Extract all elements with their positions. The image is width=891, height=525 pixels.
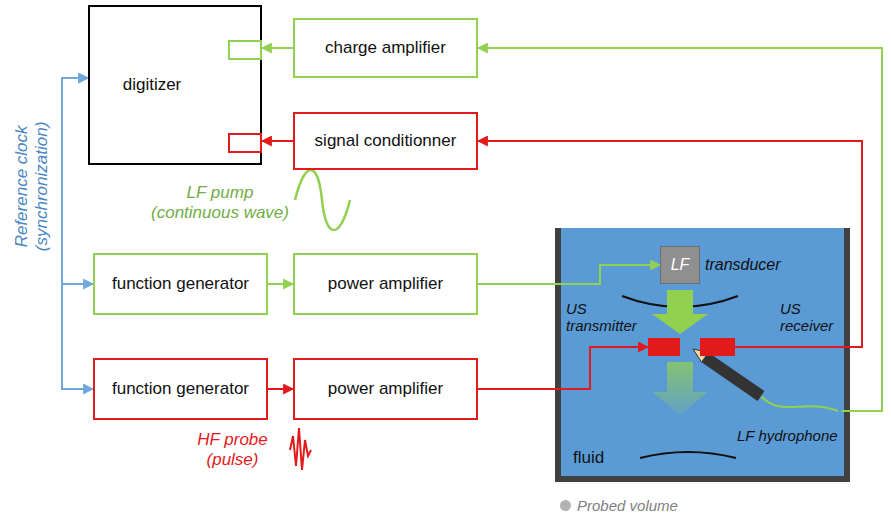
input-port [228, 133, 262, 153]
node-text: US receiver [780, 300, 833, 335]
node-text: LF [671, 256, 690, 274]
node-text: fluid [573, 448, 604, 468]
node-text: function generator [112, 274, 249, 294]
pump-beam-arrow [652, 290, 708, 334]
signal-wire [268, 283, 293, 285]
signal-wire [478, 265, 660, 284]
hydrophone-arc [640, 452, 736, 458]
receiver-block: US receiver [700, 338, 735, 356]
signal-wire [478, 347, 648, 389]
pump-label: LF pump (continuous wave) [150, 183, 290, 224]
legend-swatch [560, 500, 571, 511]
amplifier-box: power amplifier [293, 253, 478, 315]
node-text: transducer [705, 256, 781, 274]
generator-box: function generator [93, 253, 268, 315]
pulse-symbol [290, 428, 311, 470]
input-port [228, 40, 262, 60]
transmitted-beam-arrow [652, 362, 708, 415]
digitizer-box: digitizer [88, 5, 262, 165]
amplifier-box: charge amplifier [293, 18, 478, 78]
signal-wire [262, 140, 293, 142]
legend-entry: Probed volume [560, 497, 678, 514]
node-text: digitizer [123, 75, 182, 95]
node-text: US transmitter [566, 300, 637, 335]
tank-wall [555, 476, 850, 482]
node-text: LF hydrophone [737, 427, 838, 444]
probe-label: HF probe (pulse) [185, 430, 280, 471]
clock-label: Reference clock (synchronization) [12, 101, 53, 271]
node-text: function generator [112, 379, 249, 399]
tank-wall [844, 228, 850, 482]
legend-text: Probed volume [577, 497, 678, 514]
fluid-tank: fluidLFtransducerUS transmitterUS receiv… [561, 228, 844, 476]
signal-wire [262, 47, 293, 49]
hydrophone-cable [761, 396, 838, 411]
node-text: power amplifier [328, 274, 443, 294]
sine-wave-symbol [295, 170, 350, 230]
generator-box: function generator [93, 358, 268, 420]
signal-wire [478, 141, 862, 347]
signal-wire [268, 388, 293, 390]
transmitter-block: US transmitter [648, 338, 680, 356]
node-text: charge amplifier [325, 38, 446, 58]
conditioner-box: signal conditionner [293, 112, 478, 170]
transducer-box: LFtransducer [660, 246, 700, 284]
amplifier-box: power amplifier [293, 358, 478, 420]
node-text: power amplifier [328, 379, 443, 399]
tank-wall [555, 228, 561, 482]
signal-wire [478, 48, 882, 411]
hydrophone: LF hydrophone [733, 405, 842, 448]
node-text: signal conditionner [315, 131, 457, 151]
hydrophone-body [702, 352, 765, 401]
